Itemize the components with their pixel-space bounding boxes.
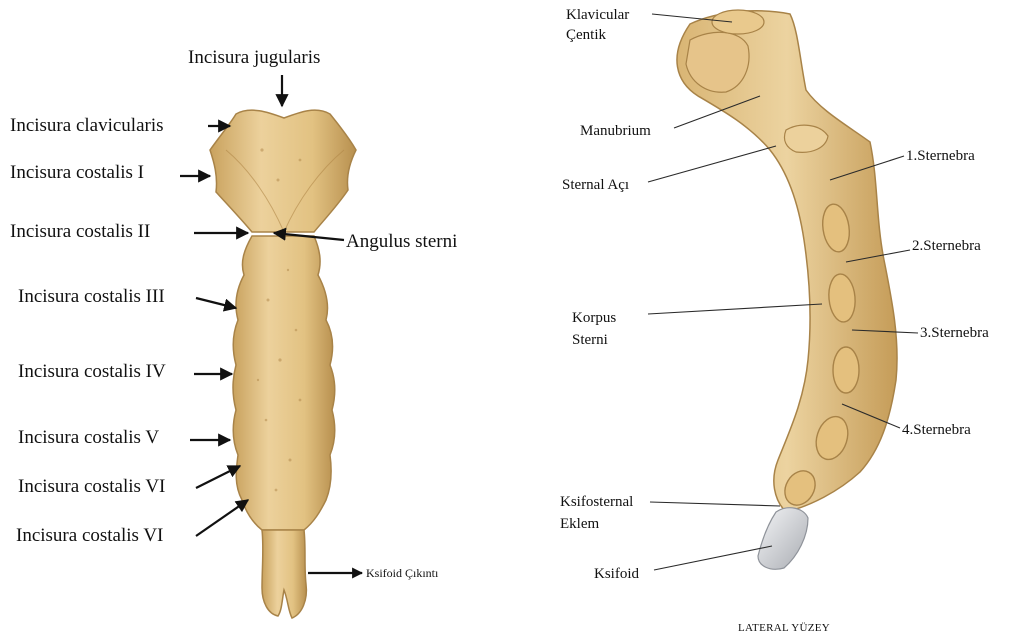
- xiphoid-cartilage: [758, 508, 808, 570]
- label-klavicular-2: Çentik: [566, 27, 606, 43]
- label-manubrium: Manubrium: [580, 123, 651, 139]
- label-incisura-costalis-3: Incisura costalis III: [18, 286, 165, 307]
- label-incisura-costalis-6a: Incisura costalis VI: [18, 476, 165, 497]
- label-incisura-costalis-6b: Incisura costalis VI: [16, 525, 163, 546]
- sternum-lateral: [677, 10, 897, 569]
- label-incisura-jugularis: Incisura jugularis: [188, 47, 320, 68]
- label-sternebra-4: 4.Sternebra: [902, 422, 971, 438]
- label-sternebra-1: 1.Sternebra: [906, 148, 975, 164]
- label-incisura-costalis-4: Incisura costalis IV: [18, 361, 166, 382]
- label-ksifoid-cikinti: Ksifoid Çıkıntı: [366, 566, 439, 580]
- label-incisura-clavicularis: Incisura clavicularis: [10, 115, 164, 136]
- label-ksifosternal-1: Ksifosternal: [560, 494, 633, 510]
- xiphoid-shape: [262, 530, 306, 618]
- sternum-anterior: [210, 110, 356, 618]
- label-ksifosternal-2: Eklem: [560, 516, 599, 532]
- label-korpus-1: Korpus: [572, 310, 616, 326]
- label-korpus-2: Sterni: [572, 332, 608, 348]
- label-incisura-costalis-5: Incisura costalis V: [18, 427, 159, 448]
- label-incisura-costalis-2: Incisura costalis II: [10, 221, 150, 242]
- label-sternebra-3: 3.Sternebra: [920, 325, 989, 341]
- label-ksifoid: Ksifoid: [594, 566, 640, 582]
- manubrium-shape: [210, 110, 356, 232]
- label-angulus-sterni: Angulus sterni: [346, 231, 457, 252]
- label-sternebra-2: 2.Sternebra: [912, 238, 981, 254]
- caption-lateral-yuzey: LATERAL YÜZEY: [738, 622, 830, 634]
- corpus-shape: [233, 236, 335, 530]
- label-sternal-aci: Sternal Açı: [562, 177, 629, 193]
- label-incisura-costalis-1: Incisura costalis I: [10, 162, 144, 183]
- label-klavicular-1: Klavicular: [566, 7, 629, 23]
